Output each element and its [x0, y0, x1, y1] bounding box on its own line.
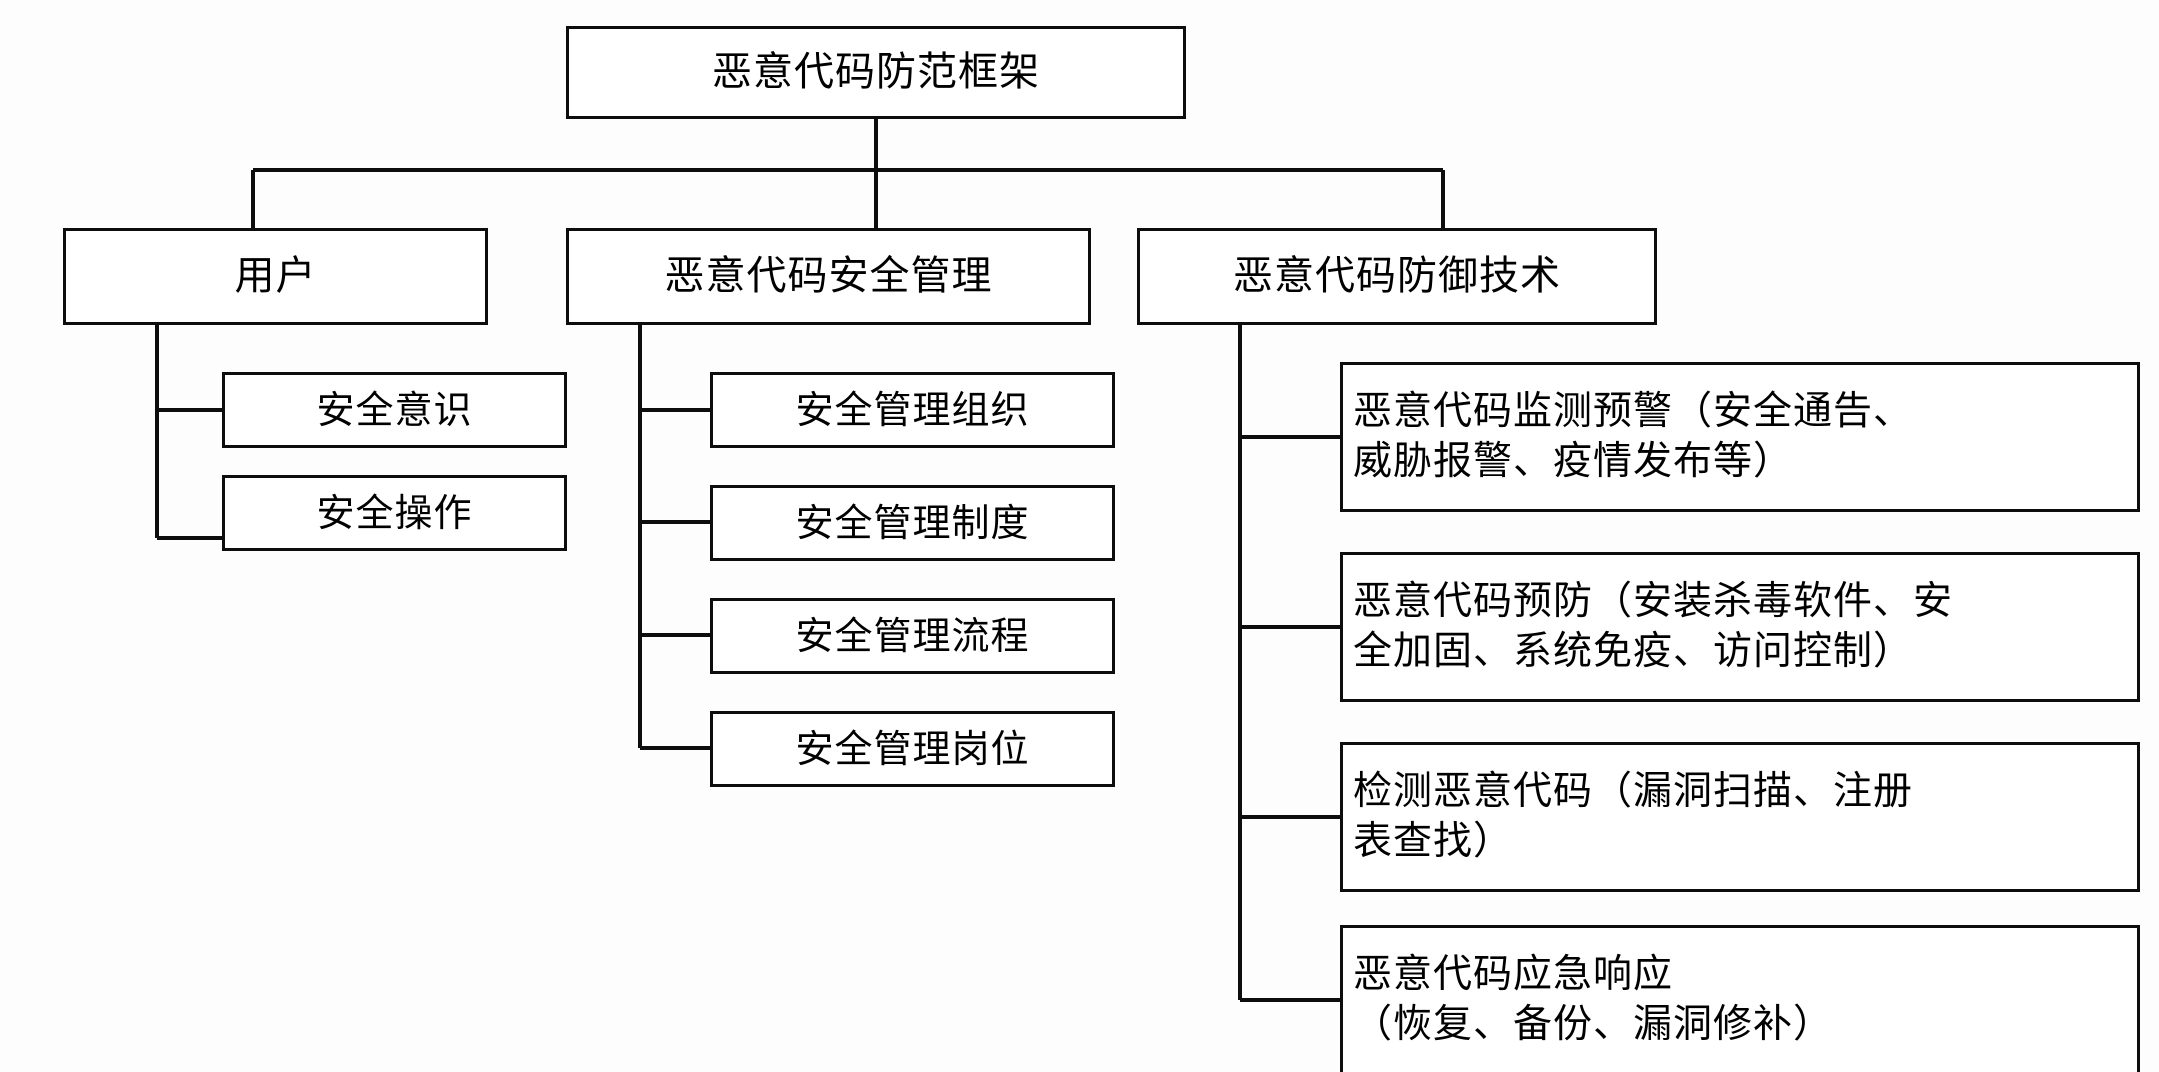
node-user-label: 用户 [234, 252, 317, 299]
node-user-awareness[interactable]: 安全意识 [222, 372, 567, 448]
node-mgmt-process[interactable]: 安全管理流程 [710, 598, 1115, 674]
node-mgmt-org-label: 安全管理组织 [795, 387, 1030, 432]
node-mgmt-process-label: 安全管理流程 [795, 613, 1030, 658]
node-def-detect-label: 检测恶意代码（漏洞扫描、注册 表查找） [1353, 769, 1914, 864]
node-root-label: 恶意代码防范框架 [712, 48, 1040, 95]
node-mgmt-post[interactable]: 安全管理岗位 [710, 711, 1115, 787]
node-def-monitor[interactable]: 恶意代码监测预警（安全通告、 威胁报警、疫情发布等） [1340, 362, 2140, 512]
node-mgmt-org[interactable]: 安全管理组织 [710, 372, 1115, 448]
node-management-label: 恶意代码安全管理 [664, 252, 993, 299]
node-mgmt-system-label: 安全管理制度 [795, 500, 1030, 545]
node-defense[interactable]: 恶意代码防御技术 [1137, 228, 1657, 325]
node-def-detect[interactable]: 检测恶意代码（漏洞扫描、注册 表查找） [1340, 742, 2140, 892]
node-def-prevent-label: 恶意代码预防（安装杀毒软件、安 全加固、系统免疫、访问控制） [1353, 579, 1954, 674]
node-mgmt-post-label: 安全管理岗位 [795, 726, 1030, 771]
node-user-awareness-label: 安全意识 [316, 387, 473, 432]
node-user[interactable]: 用户 [63, 228, 488, 325]
node-user-operation-label: 安全操作 [316, 490, 473, 535]
node-def-monitor-label: 恶意代码监测预警（安全通告、 威胁报警、疫情发布等） [1353, 389, 1914, 484]
node-user-operation[interactable]: 安全操作 [222, 475, 567, 551]
node-def-prevent[interactable]: 恶意代码预防（安装杀毒软件、安 全加固、系统免疫、访问控制） [1340, 552, 2140, 702]
node-management[interactable]: 恶意代码安全管理 [566, 228, 1091, 325]
node-defense-label: 恶意代码防御技术 [1233, 252, 1561, 299]
node-def-response-label: 恶意代码应急响应 （恢复、备份、漏洞修补） [1353, 952, 1834, 1047]
node-def-response[interactable]: 恶意代码应急响应 （恢复、备份、漏洞修补） [1340, 925, 2140, 1072]
node-mgmt-system[interactable]: 安全管理制度 [710, 485, 1115, 561]
node-root[interactable]: 恶意代码防范框架 [566, 26, 1186, 119]
